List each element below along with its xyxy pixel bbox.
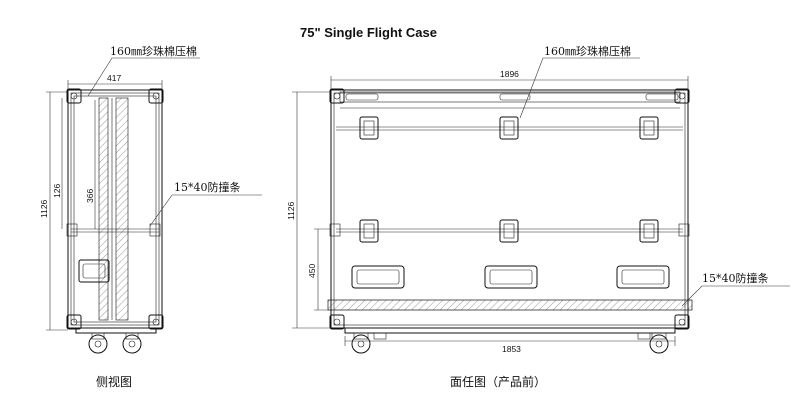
side-bumper-strip <box>115 97 129 321</box>
callout-foam-side: 160㎜珍珠棉压棉 <box>110 44 197 58</box>
front-case-outline <box>330 89 689 329</box>
side-foam-strip <box>98 97 109 321</box>
front-latch-mid-right <box>639 219 659 243</box>
front-latch-upper-mid <box>499 116 519 140</box>
callout-bumper-front: 15*40防撞条 <box>702 271 769 285</box>
callout-bumper-side: 15*40防撞条 <box>174 180 241 194</box>
side-case-outline <box>67 89 163 329</box>
dim-side-upper: 126 <box>52 184 62 198</box>
front-base <box>344 327 676 334</box>
front-latch-mid-left <box>359 219 379 243</box>
callout-foam-front: 160㎜珍珠棉压棉 <box>544 44 631 58</box>
side-caster-right <box>122 332 142 354</box>
caption-front-view: 面任图（产品前） <box>450 374 546 389</box>
caption-side-view: 侧视图 <box>96 374 132 389</box>
dim-side-inner: 366 <box>85 189 95 203</box>
side-corners <box>66 88 164 330</box>
front-corners <box>329 88 690 330</box>
dim-side-height: 1126 <box>39 199 49 218</box>
dim-front-lower: 450 <box>307 264 317 278</box>
side-base <box>75 327 157 334</box>
front-latch-upper-left <box>359 116 379 140</box>
front-handle-left <box>351 265 405 289</box>
dim-front-width-top: 1896 <box>500 69 519 79</box>
front-caster-right <box>637 332 669 354</box>
front-handle-right <box>616 265 670 289</box>
side-view: 417 1126 126 366 160㎜珍珠棉压棉 15*40防撞条 侧视图 <box>39 44 262 389</box>
front-caster-left <box>351 332 387 354</box>
front-handle-mid <box>484 265 538 289</box>
front-view: 1896 1853 1126 450 160㎜珍珠棉压棉 15*40防撞条 面任… <box>286 44 790 389</box>
side-caster-left <box>88 332 108 354</box>
front-bumper-band <box>327 299 693 311</box>
dim-front-width-bottom: 1853 <box>502 344 521 354</box>
drawing-title: 75" Single Flight Case <box>300 25 437 40</box>
side-handle <box>78 259 110 283</box>
dim-front-height: 1126 <box>286 201 296 220</box>
dim-side-width: 417 <box>107 73 121 83</box>
front-latch-upper-right <box>639 116 659 140</box>
front-latch-mid-mid <box>499 219 519 243</box>
